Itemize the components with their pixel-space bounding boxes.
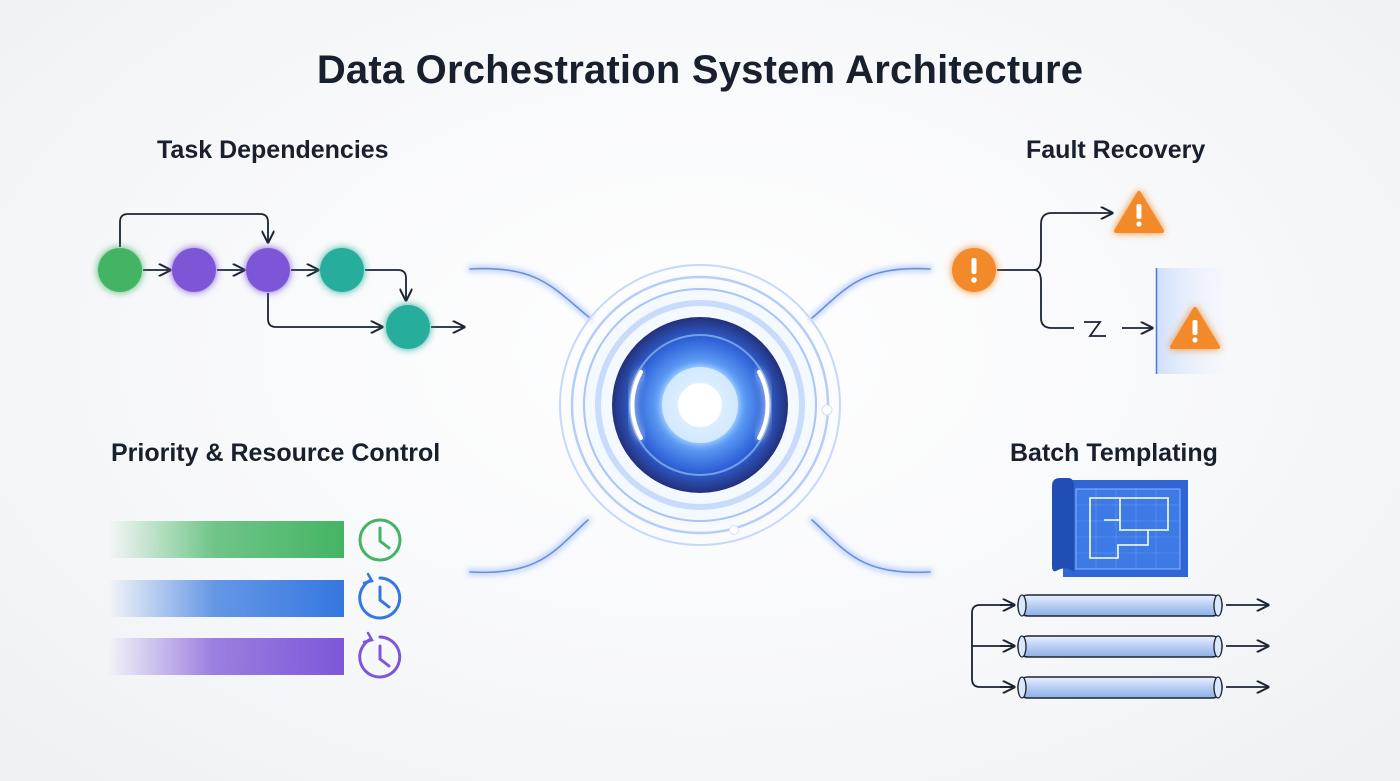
clock-icon-purple <box>358 631 402 679</box>
batch-templating-label: Batch Templating <box>1010 439 1218 467</box>
priority-resource-control-label: Priority & Resource Control <box>111 439 441 467</box>
edge-n3-n5 <box>267 293 382 327</box>
edge-fault-retry <box>1033 269 1074 329</box>
task-node-3 <box>246 248 290 292</box>
connector-bottom-right <box>811 519 931 574</box>
warning-triangle-icon-secondary <box>1170 307 1220 349</box>
task-node-4 <box>320 248 364 292</box>
edge-n1-n3 <box>119 213 268 247</box>
edge-n4-n5 <box>365 269 406 300</box>
fault-recovery-flow <box>952 191 1226 374</box>
batch-templating-block <box>971 478 1268 699</box>
blueprint-icon <box>1052 478 1188 577</box>
edge-fault-warning <box>1033 213 1112 271</box>
priority-bar-high <box>108 521 344 558</box>
pipeline-tube-1 <box>1017 594 1223 617</box>
core-connectors <box>467 265 933 576</box>
orbit-dot-right <box>821 404 833 416</box>
task-node-2 <box>172 248 216 292</box>
central-orchestrator-orb <box>550 255 850 555</box>
task-dependencies-label: Task Dependencies <box>157 136 389 164</box>
connector-bottom-left <box>469 519 589 574</box>
fault-recovery-label: Fault Recovery <box>1026 136 1206 164</box>
page-title: Data Orchestration System Architecture <box>316 48 1084 92</box>
orbit-dot-bottom <box>729 525 739 535</box>
clock-icon-refresh <box>358 572 402 620</box>
priority-bars <box>108 518 402 679</box>
task-node-5 <box>386 305 430 349</box>
pipeline-tube-3 <box>1017 676 1223 699</box>
retry-zigzag-icon <box>1084 321 1106 337</box>
connector-top-left <box>469 267 591 319</box>
priority-bar-medium <box>108 580 344 617</box>
connector-top-right <box>811 267 931 319</box>
priority-bar-low <box>108 638 344 675</box>
exclamation-circle-icon <box>952 248 996 292</box>
clock-icon <box>358 518 402 562</box>
warning-triangle-icon <box>1114 191 1164 233</box>
task-node-1 <box>98 248 142 292</box>
pipeline-tube-2 <box>1017 635 1223 658</box>
task-dependency-graph <box>98 213 464 349</box>
